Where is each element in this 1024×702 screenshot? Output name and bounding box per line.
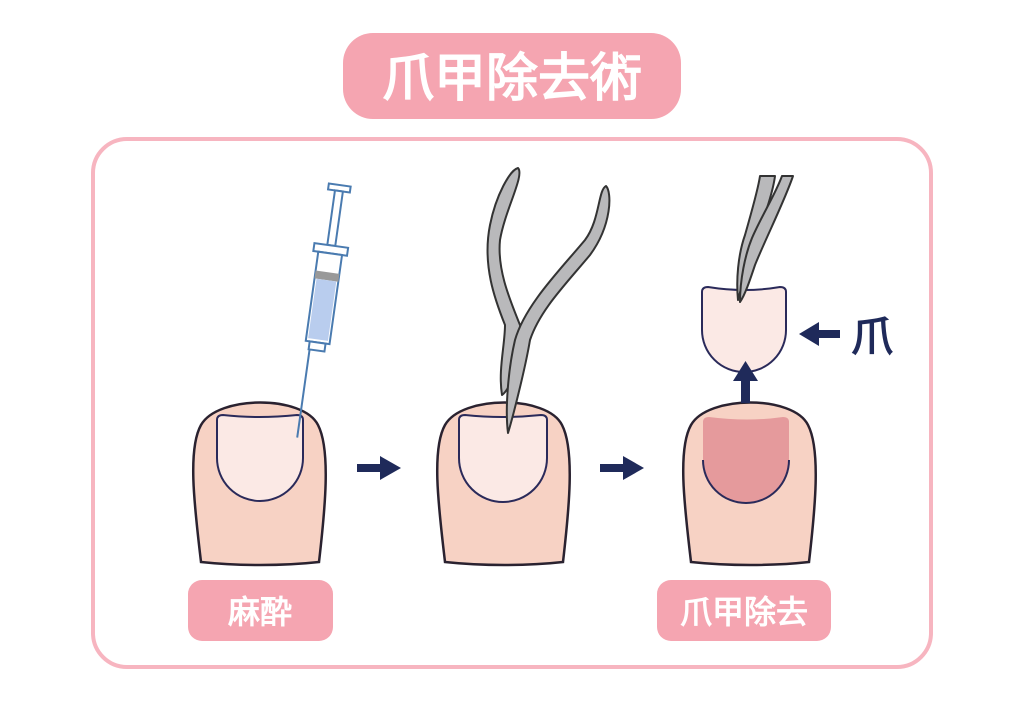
arrow-right-icon: [357, 456, 401, 480]
toe-step-1: [191, 401, 327, 567]
arrow-up-icon: [733, 361, 758, 403]
page-title: 爪甲除去術: [382, 49, 642, 109]
toe-step-2: [435, 401, 571, 567]
step-label-pill-anesthesia: [188, 580, 333, 641]
syringe-icon: [296, 182, 352, 438]
title-pill: [343, 33, 681, 119]
toe-step-3: [681, 401, 817, 567]
forceps-icon: [486, 167, 611, 434]
step-label-pill-nail-removal: [657, 580, 831, 641]
nail-label: 爪: [851, 312, 893, 361]
arrow-left-icon: [799, 322, 840, 346]
step-label-nail-removal: 爪甲除去: [680, 593, 808, 631]
arrow-right-icon: [600, 456, 644, 480]
removed-nail: [701, 285, 787, 373]
diagram-frame: [91, 137, 933, 669]
step-label-anesthesia: 麻酔: [228, 593, 292, 631]
forceps-icon: [736, 175, 794, 303]
